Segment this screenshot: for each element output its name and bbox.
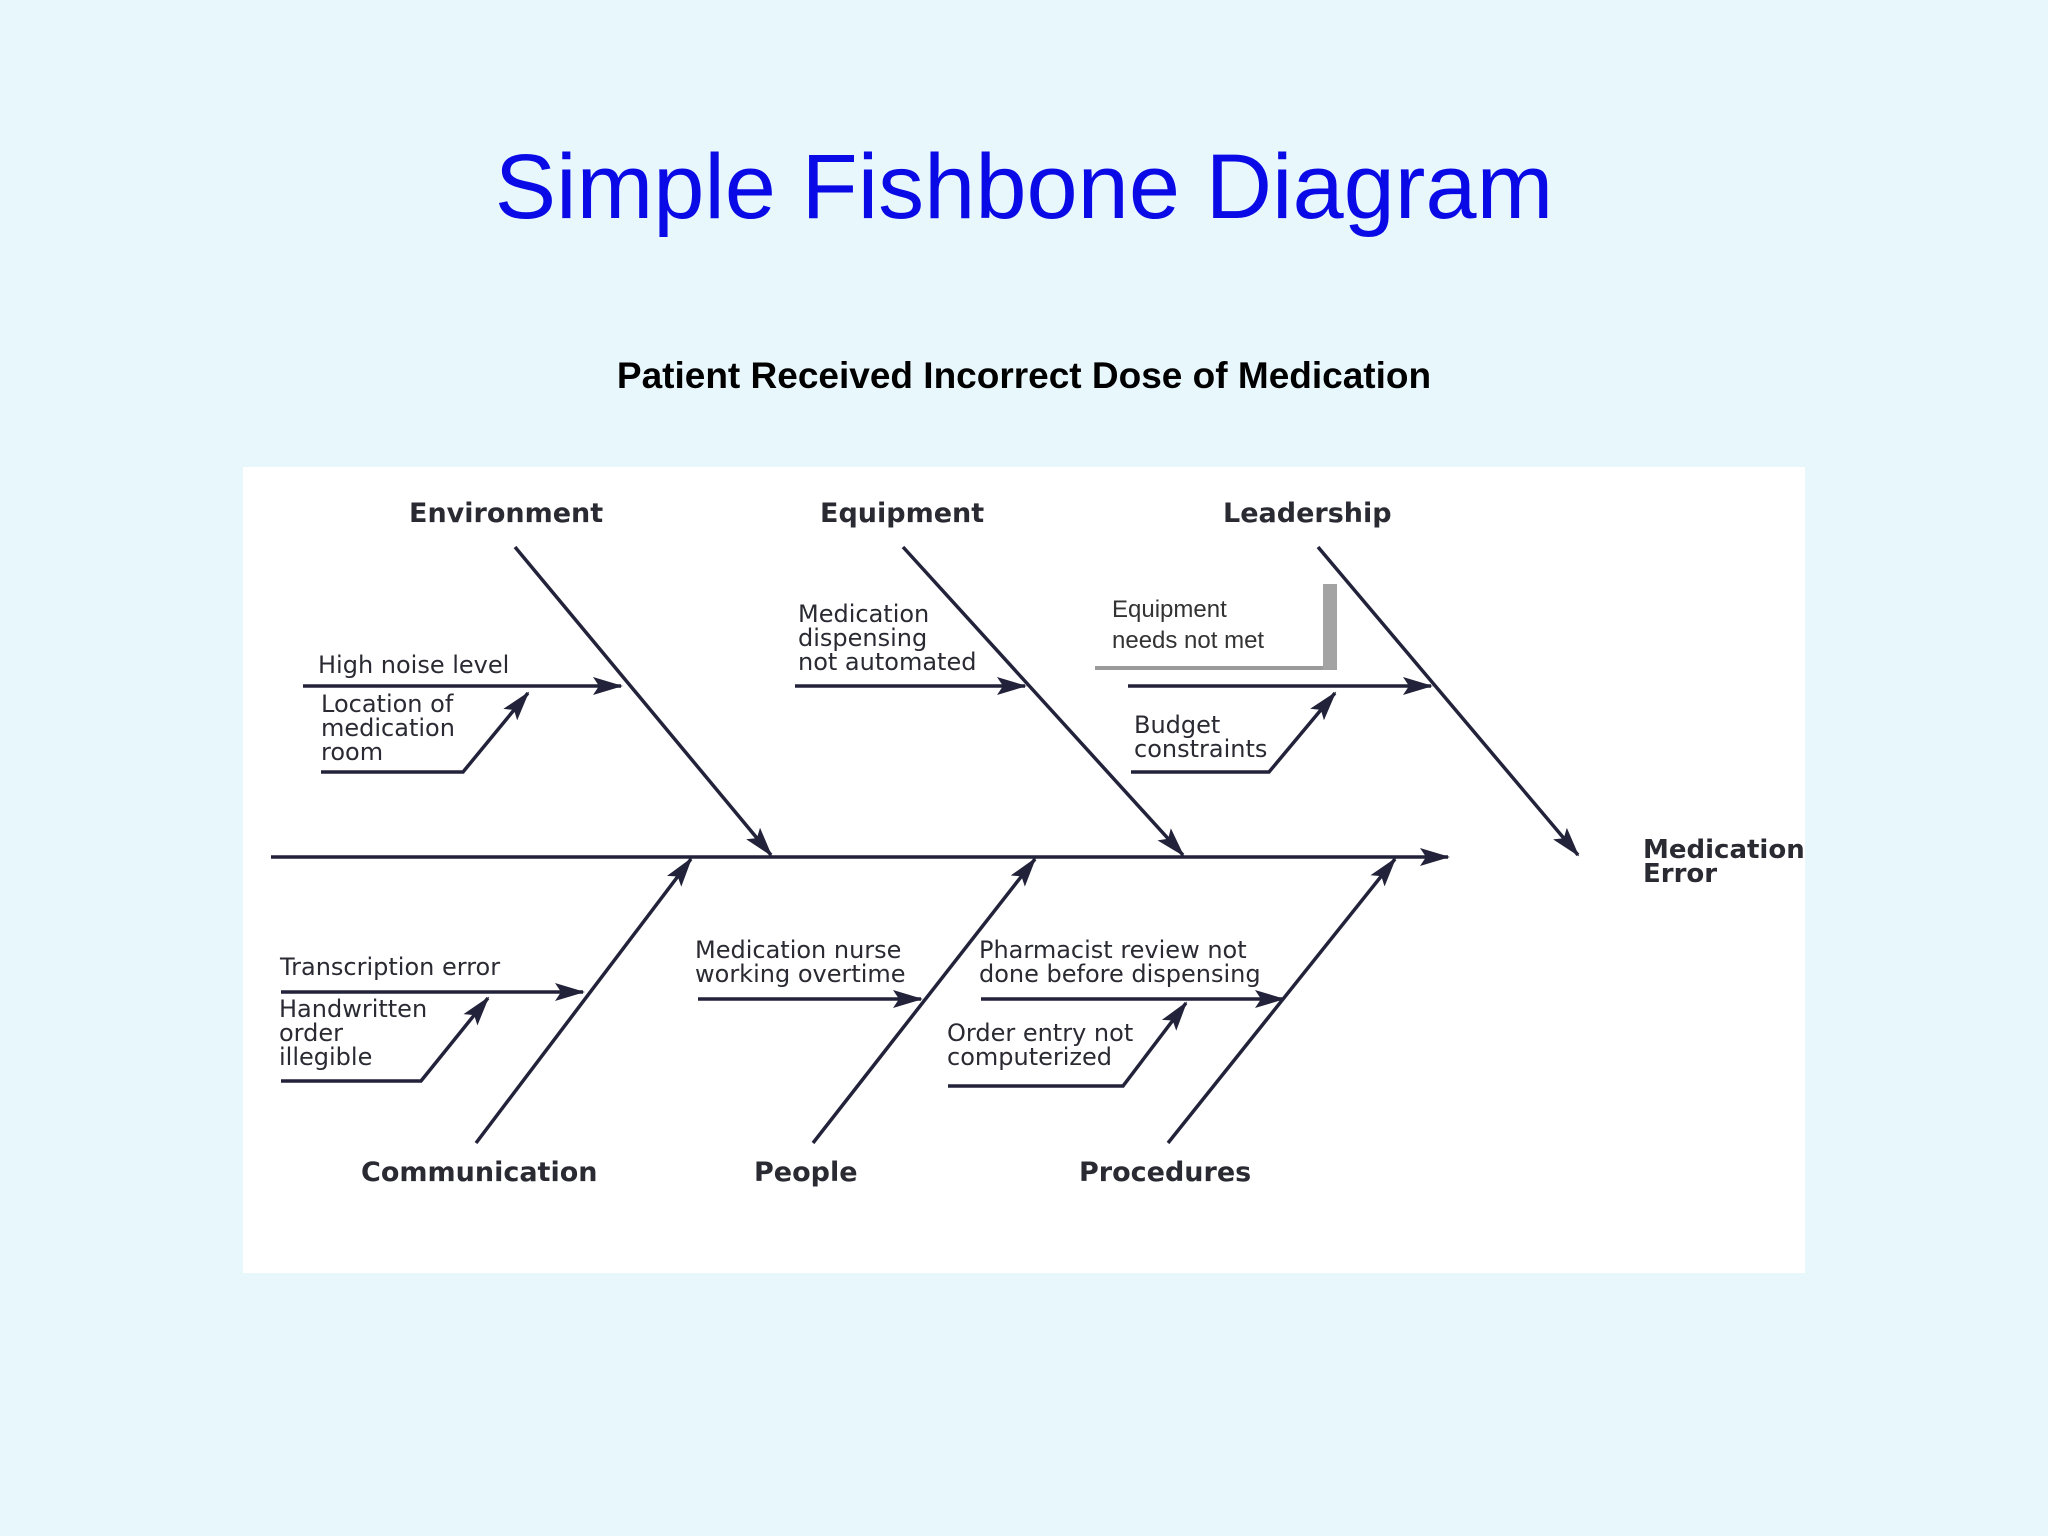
category-equipment: Equipment [820, 498, 985, 529]
bone-procedures [1166, 857, 1397, 1145]
arrow-budget [1131, 691, 1337, 774]
cause-nurse-overtime: Medication nurse working overtime [695, 936, 906, 988]
category-procedures: Procedures [1079, 1157, 1252, 1188]
bone-equipment [901, 545, 1185, 857]
cause-location-room: Location of medication room [321, 690, 455, 766]
slide-subtitle: Patient Received Incorrect Dose of Medic… [616, 355, 1432, 396]
fishbone-diagram: Environment Equipment Leadership Communi… [243, 467, 1805, 1273]
cause-dispensing: Medication dispensing not automated [798, 600, 977, 676]
box-shadow [1323, 584, 1337, 670]
cause-order-entry: Order entry not computerized [947, 1019, 1134, 1071]
cause-high-noise: High noise level [318, 651, 510, 679]
bone-communication [474, 857, 693, 1145]
cause-budget: Budget constraints [1134, 711, 1268, 763]
effect-label: Medication Error [1643, 835, 1805, 889]
bone-leadership [1316, 545, 1580, 857]
bone-people [811, 857, 1037, 1145]
cause-handwritten: Handwritten order illegible [279, 995, 428, 1071]
category-environment: Environment [409, 498, 604, 529]
category-leadership: Leadership [1223, 498, 1392, 529]
arrow-handwritten [281, 996, 490, 1083]
category-people: People [754, 1157, 858, 1188]
slide-title: Simple Fishbone Diagram [494, 136, 1554, 238]
category-communication: Communication [361, 1157, 598, 1188]
equipment-needs-box: Equipment needs not met [1095, 584, 1337, 670]
arrow-location-room [321, 691, 530, 774]
cause-pharmacist: Pharmacist review not done before dispen… [979, 936, 1261, 988]
arrow-order-entry [948, 1001, 1188, 1088]
bone-environment [513, 545, 773, 857]
cause-equipment-needs: Equipment needs not met [1112, 596, 1265, 654]
cause-transcription: Transcription error [280, 953, 501, 981]
fishbone-lines [271, 545, 1580, 1145]
